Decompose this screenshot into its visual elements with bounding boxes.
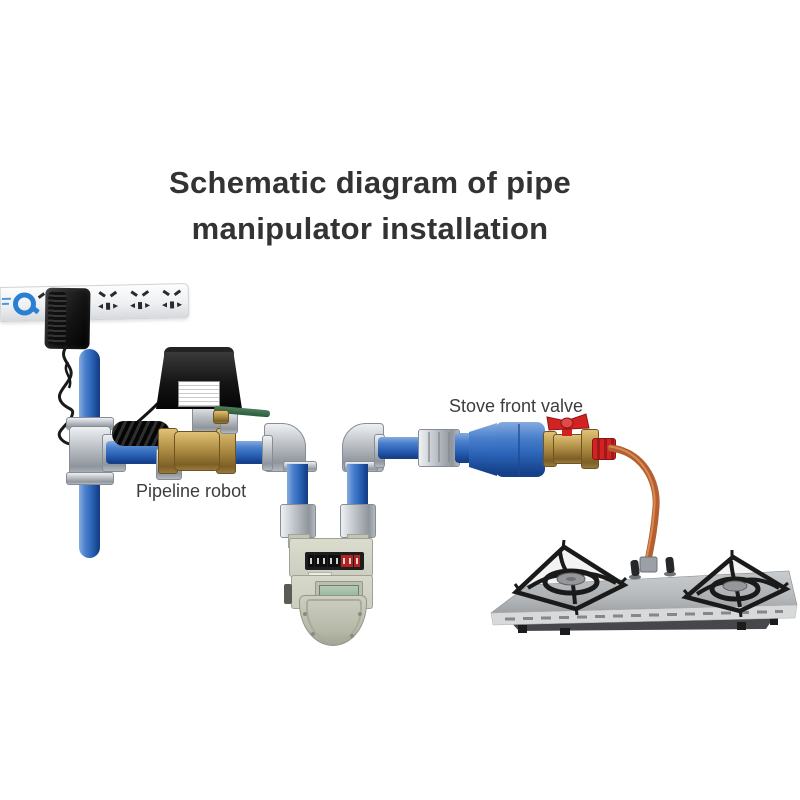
valve-handle-stem [562,426,572,436]
stove-front-valve-body [495,422,545,477]
page-title: Schematic diagram of pipe manipulator in… [35,160,705,252]
socket-outlet [129,288,152,315]
counter-digit-cell [353,555,360,567]
burner-cap-right [722,580,748,592]
gas-hose [607,444,660,570]
stove-front-band [490,604,798,626]
power-adapter [44,287,91,350]
stove-knob [665,556,675,574]
stove-surface [490,570,798,614]
union-coupling-right [340,504,376,538]
counter-digit-cell [321,555,327,567]
union-coupling-left [280,504,316,538]
actuator-label-sticker [178,381,220,407]
socket-outlet [97,289,120,316]
tee-fitting-bottom-flange [66,472,114,485]
counter-digit-cell [347,555,353,567]
hose-stove-fitting [639,556,658,573]
title-line-1: Schematic diagram of pipe [169,165,571,200]
stove-knob [630,559,640,577]
meter-outlet-pipe [347,464,368,512]
hose-barb-fitting [592,438,616,460]
screw-icon [311,632,315,636]
brand-logo-q-icon [12,292,37,316]
screw-icon [358,612,362,616]
counter-digit-cell [327,555,334,567]
counter-digit-cell [314,555,321,567]
screw-icon [303,612,307,616]
valve-body-seam [518,424,520,475]
stove-underbody [506,608,780,631]
power-strip [0,283,190,322]
label-stove-front-valve: Stove front valve [449,396,584,416]
lever-nut [213,410,229,424]
valve-inlet-neck [455,433,472,463]
horizontal-pipe-to-valve [378,437,422,459]
screw-icon [350,634,354,638]
counter-digit-cell [308,555,314,567]
elbow-collar [262,435,273,471]
brass-ball-valve [174,431,220,471]
socket-outlet [161,287,184,314]
brand-text-mark [1,297,11,300]
label-pipeline-robot: Pipeline robot [136,481,247,501]
burner-grate-left [511,539,629,616]
meter-counter [305,552,364,570]
vent-slots [505,610,783,621]
counter-digit-cell [340,555,347,567]
title-line-2: manipulator installation [191,211,549,246]
meter-inlet-pipe [287,464,308,512]
valve-body-taper [469,423,497,476]
brand-text-mark [1,302,10,305]
pipe-coupling [418,429,460,467]
burner-grate-right [681,550,791,618]
counter-digit-cell [334,555,340,567]
meter-side-connector [284,584,292,604]
burner-cap-left [556,572,586,586]
